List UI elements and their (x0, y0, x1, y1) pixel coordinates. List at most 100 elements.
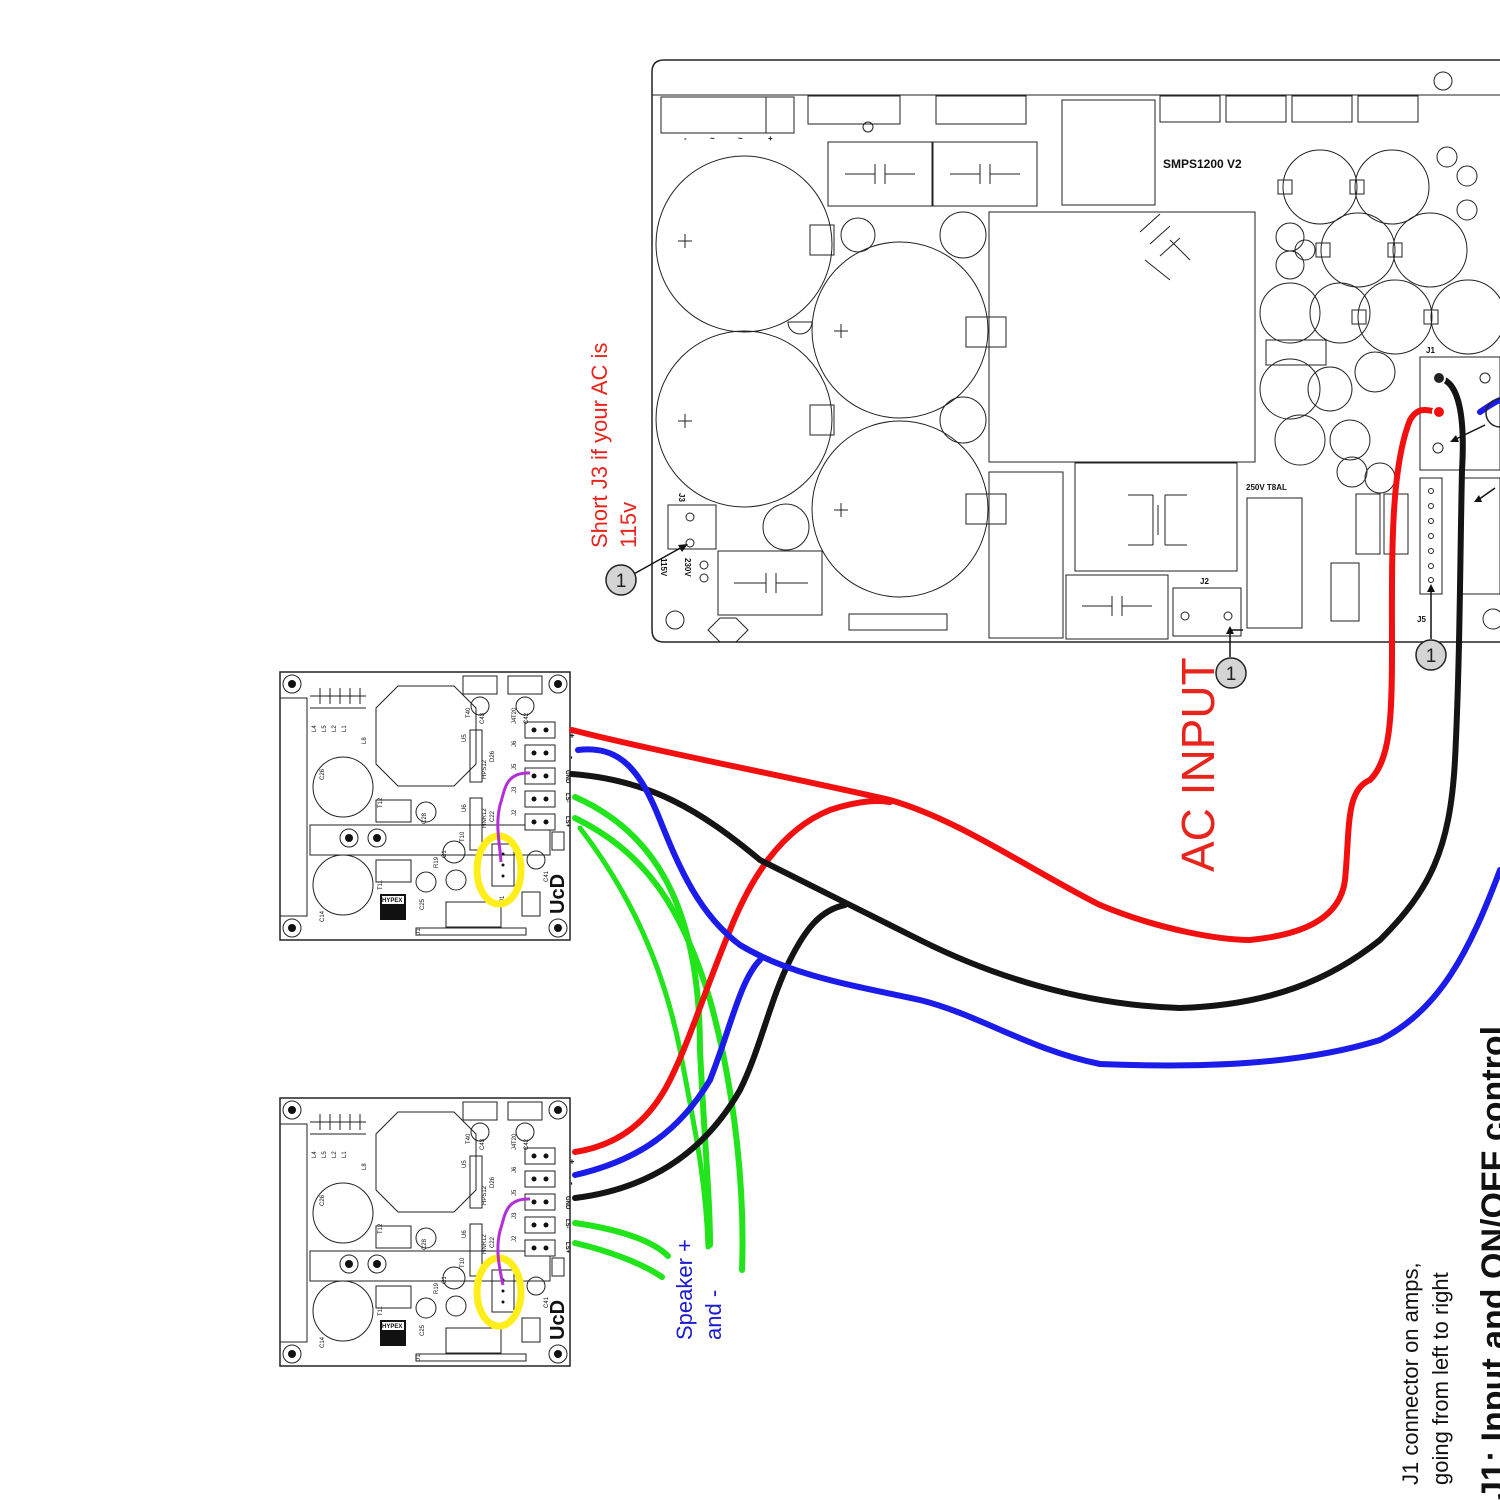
j1-pin-red (1432, 405, 1446, 419)
blue-wire-amp1 (575, 746, 1500, 1069)
conn-label-j4: J4 (512, 1143, 518, 1150)
jumper-wire-2 (496, 1197, 531, 1286)
bridge-mark-ac2: ~ (738, 134, 743, 143)
part-label: C22 (490, 1236, 496, 1248)
part-label: C43 (480, 712, 486, 724)
part-label: U5 (462, 1160, 468, 1168)
pin-label-gnd: GND (564, 1196, 570, 1210)
green-wire-2b (572, 1240, 665, 1280)
short-j3-line-1: Short J3 if your AC is (587, 343, 612, 548)
part-label: C14 (320, 910, 326, 922)
callout-j2 (1215, 657, 1247, 689)
conn-label-j6: J6 (512, 740, 518, 747)
inductor-label: L1 (342, 725, 348, 732)
part-label: R19 (434, 856, 440, 868)
hypex-logo: HYPEX (382, 1324, 402, 1330)
callouts: 1 1 1 (605, 398, 1500, 689)
black-wire-amp2 (572, 902, 848, 1201)
green-wire-2a (572, 1220, 671, 1259)
part-label: C42 (524, 1138, 530, 1150)
part-label: C26 (320, 768, 326, 780)
reg-label-hps12: HPS12 (482, 759, 488, 779)
callout-j5-number: 1 (1426, 646, 1437, 667)
bridge-mark-plus: + (768, 134, 773, 143)
pin-label-minus: - (567, 756, 577, 759)
amp-board-1-labels: + - GND LS- LS+ J4 J6 J5 J3 J2 UcD HYPEX… (382, 717, 577, 914)
part-label: T10 (460, 831, 466, 842)
conn-label-j2: J2 (512, 1235, 518, 1242)
part-label: C43 (480, 1138, 486, 1150)
pin-label-ls-minus: LS- (564, 1219, 570, 1229)
jumper-wire-1 (496, 771, 531, 863)
j1-heading: J1: Input and ON/OFF control (1475, 1026, 1500, 1500)
red-wire-amp2 (572, 798, 893, 1155)
part-label: T11 (378, 879, 384, 890)
reg-label-hps12: HPS12 (482, 1185, 488, 1205)
part-label: C28 (422, 1238, 428, 1250)
conn-label-j3: J3 (512, 1212, 518, 1219)
part-label: D26 (490, 1176, 496, 1188)
smps-board: - ~ ~ + SMPS1200 V2 (651, 59, 1500, 643)
conn-label-j5: J5 (512, 1189, 518, 1196)
part-label: C25 (420, 898, 426, 910)
part-label: U1 (416, 1354, 422, 1362)
ucd-logo: UcD (547, 1300, 569, 1340)
pin-label-ls-plus: LS+ (564, 1242, 570, 1254)
part-label: T20 (512, 707, 518, 718)
callout-j3-number: 1 (616, 571, 627, 592)
part-label: L8 (362, 1163, 368, 1170)
bridge-mark-minus: - (684, 134, 687, 143)
part-label: U1 (416, 928, 422, 936)
fuse-label: 250V T8AL (1246, 483, 1287, 492)
j3-label: J3 (677, 493, 686, 502)
part-label: U6 (462, 1230, 468, 1238)
callout-j2-number: 1 (1226, 664, 1237, 685)
smps-board-name: SMPS1200 V2 (1163, 157, 1242, 171)
part-label: U5 (462, 734, 468, 742)
part-label: C22 (490, 810, 496, 822)
wires (569, 371, 1500, 1280)
green-wire-1c (577, 825, 711, 1250)
reg-label-hnr12: HNR12 (482, 808, 488, 828)
j1-note-line-2: going from left to right (1428, 1272, 1453, 1485)
green-wire-1a (572, 794, 713, 1248)
part-label: T10 (460, 1257, 466, 1268)
conn-label-j2: J2 (512, 809, 518, 816)
pin-label-plus: + (567, 733, 577, 738)
inductor-label: L4 (312, 1151, 318, 1158)
part-label: D26 (490, 750, 496, 762)
j1-note-line-1: J1 connector on amps, (1398, 1262, 1423, 1485)
part-label: C14 (320, 1336, 326, 1348)
part-label: T12 (378, 797, 384, 808)
speaker-line-1: Speaker + (672, 1239, 697, 1340)
bridge-mark-ac1: ~ (710, 134, 715, 143)
blue-wire-amp2 (572, 957, 763, 1178)
part-label: J1 (500, 895, 506, 902)
j1-label: J1 (1426, 346, 1435, 355)
part-label: C41 (544, 1296, 550, 1308)
blue-wire-j1 (1477, 397, 1500, 415)
conn-label-j5: J5 (512, 763, 518, 770)
part-label: T20 (512, 1133, 518, 1144)
part-label: C1 (442, 850, 448, 858)
amp-board-2-labels: + - GND LS- LS+ J4 J6 J5 J3 J2 UcD HYPEX… (382, 1143, 577, 1340)
label-115v: 115V (659, 558, 668, 577)
part-label: C25 (420, 1324, 426, 1336)
ucd-logo: UcD (547, 874, 569, 914)
conn-label-j3: J3 (512, 786, 518, 793)
green-wire-1b (572, 815, 746, 1273)
pin-label-ls-minus: LS- (564, 793, 570, 803)
speaker-line-2: and - (701, 1290, 726, 1340)
j1-pin-black (1432, 371, 1446, 385)
j5-label: J5 (1417, 615, 1426, 624)
ac-input-label: AC INPUT (1172, 657, 1224, 872)
label-230v: 230V (683, 558, 692, 577)
part-label: L8 (362, 737, 368, 744)
j2-label: J2 (1200, 577, 1209, 586)
inductor-label: L4 (312, 725, 318, 732)
inductor-label: L2 (332, 725, 338, 732)
hypex-logo: HYPEX (382, 898, 402, 904)
inductor-label: L5 (322, 1151, 328, 1158)
